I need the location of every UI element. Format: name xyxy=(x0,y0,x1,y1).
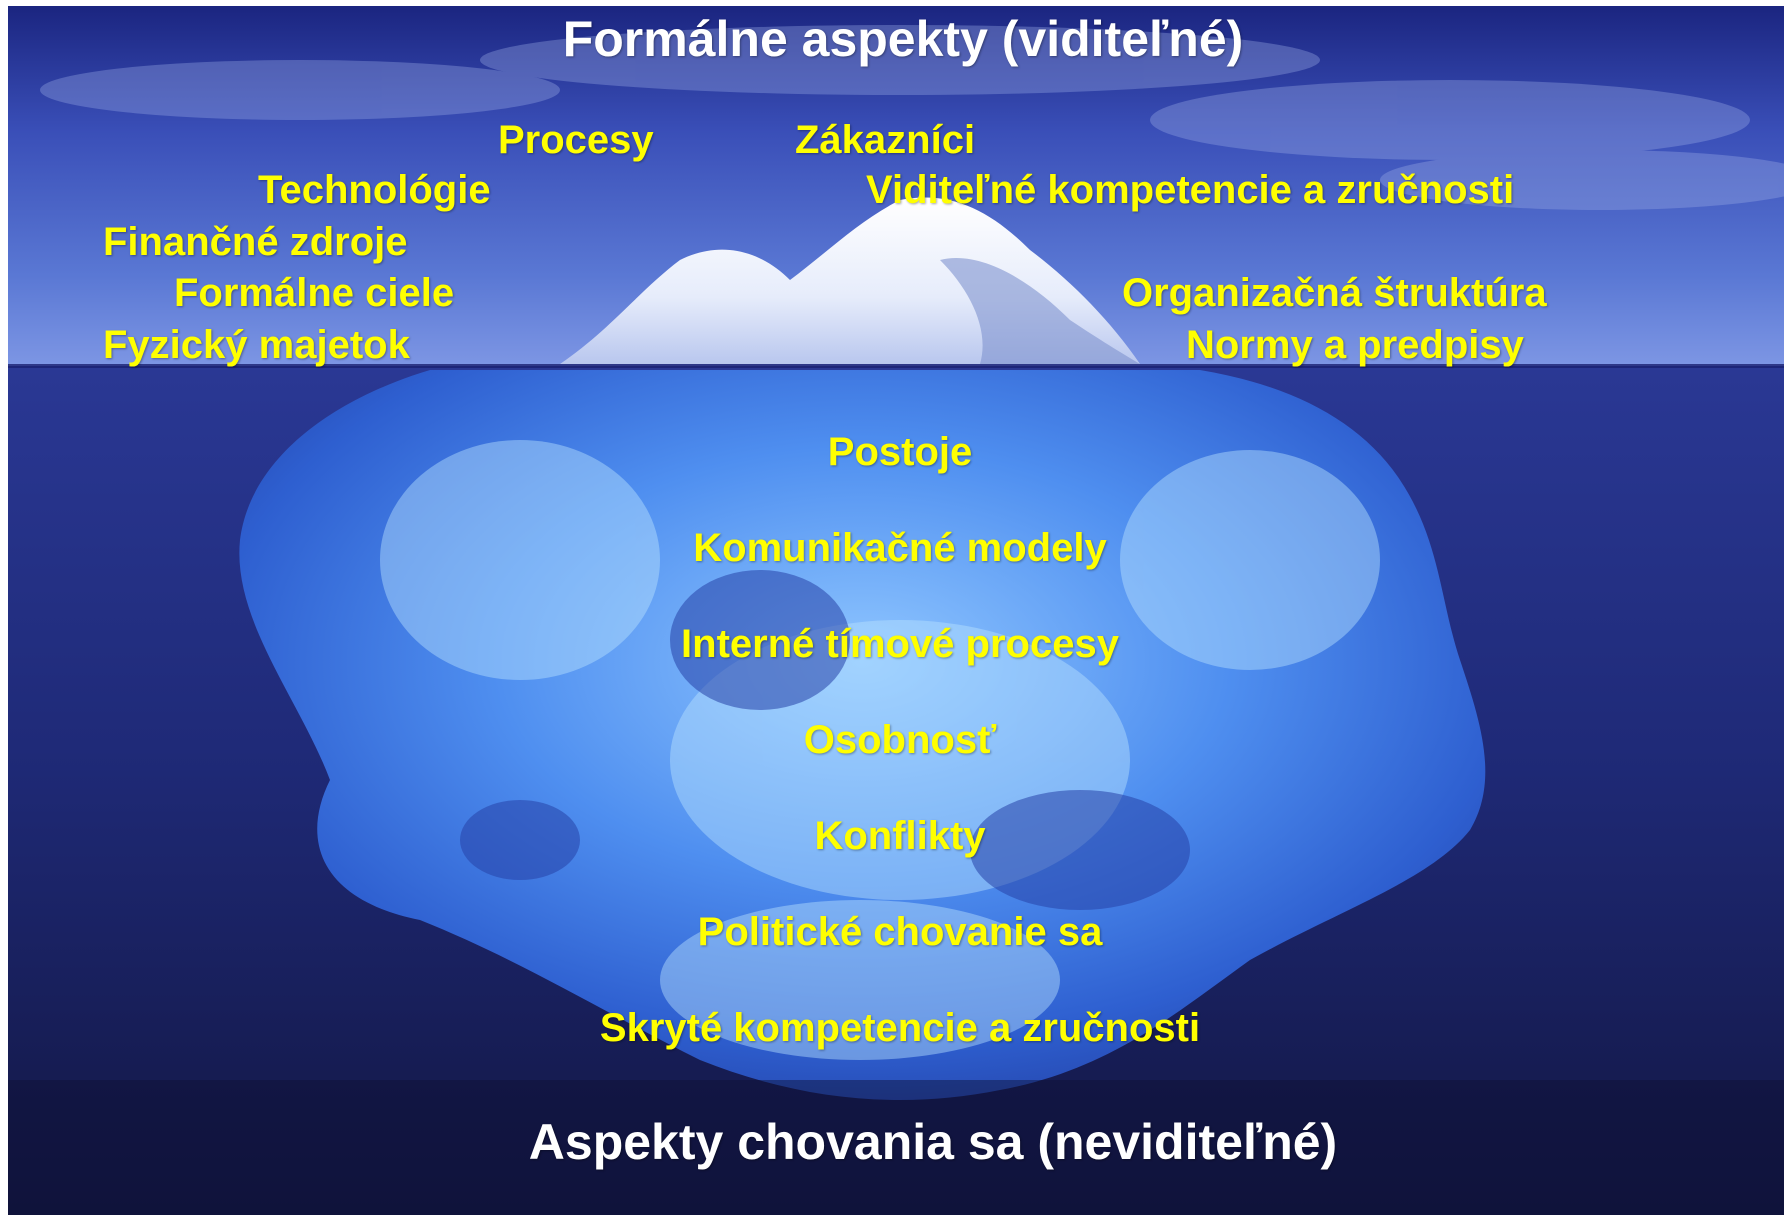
label-postoje: Postoje xyxy=(828,432,972,472)
label-politicke-chovanie: Politické chovanie sa xyxy=(698,912,1103,952)
label-procesy: Procesy xyxy=(498,120,654,160)
label-komunikacne-modely: Komunikačné modely xyxy=(693,528,1106,568)
bottom-heading: Aspekty chovania sa (neviditeľné) xyxy=(529,1117,1337,1167)
top-heading: Formálne aspekty (viditeľné) xyxy=(563,14,1244,64)
label-konflikty: Konflikty xyxy=(814,816,985,856)
label-viditelne-kompetencie: Viditeľné kompetencie a zručnosti xyxy=(866,170,1514,210)
label-financne-zdroje: Finančné zdroje xyxy=(103,222,408,262)
label-zakaznici: Zákazníci xyxy=(795,120,975,160)
label-fyzicky-majetok: Fyzický majetok xyxy=(103,325,410,365)
label-organizacna-struktura: Organizačná štruktúra xyxy=(1122,273,1547,313)
label-technologie: Technológie xyxy=(258,170,491,210)
label-osobnost: Osobnosť xyxy=(804,720,997,760)
label-normy-predpisy: Normy a predpisy xyxy=(1186,325,1524,365)
label-formalne-ciele: Formálne ciele xyxy=(174,273,454,313)
label-skryte-kompetencie: Skryté kompetencie a zručnosti xyxy=(600,1008,1200,1048)
label-interne-timove-procesy: Interné tímové procesy xyxy=(681,624,1119,664)
